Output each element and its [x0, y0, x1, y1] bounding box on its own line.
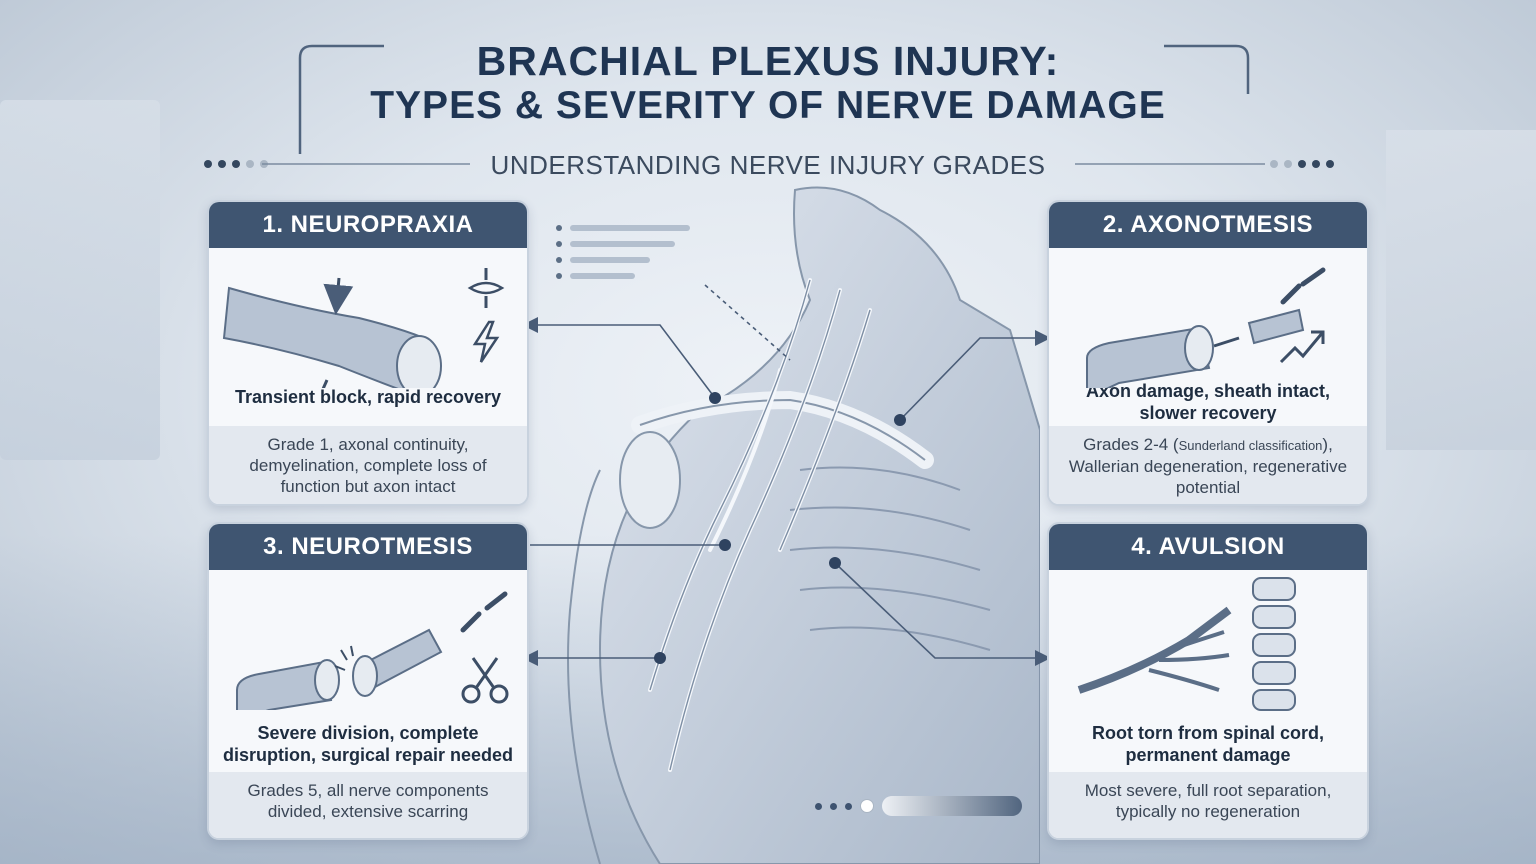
scissors-icon: [461, 657, 509, 704]
decorative-pager: [815, 796, 1022, 816]
card-illustration: [209, 248, 527, 399]
detail-part1: Grades 2-4 (: [1083, 435, 1179, 454]
card-detail: Grades 2-4 (Sunderland classification), …: [1049, 426, 1367, 504]
card-summary: Axon damage, sheath intact, slower recov…: [1085, 381, 1331, 423]
card-summary: Root torn from spinal cord, permanent da…: [1092, 723, 1324, 765]
card-detail: Grades 5, all nerve components divided, …: [209, 772, 527, 838]
page-title-line2: TYPES & SEVERITY OF NERVE DAMAGE: [370, 84, 1166, 127]
severed-nerve-icon: [236, 628, 443, 722]
broken-link-icon: [1280, 267, 1326, 305]
spine-icon: [1252, 577, 1296, 711]
card-heading: 4. AVULSION: [1049, 524, 1367, 570]
damaged-axon-icon: [1086, 308, 1305, 400]
card-neurotmesis: 3. NEUROTMESIS Severe division, complete…: [207, 522, 529, 840]
card-detail: Most severe, full root separation, typic…: [1049, 772, 1367, 838]
background-anatomy-poster: [0, 100, 160, 460]
card-illustration: [1049, 570, 1367, 711]
page-subtitle: UNDERSTANDING NERVE INJURY GRADES: [490, 150, 1046, 180]
card-illustration: [209, 570, 527, 722]
page-title-line1: BRACHIAL PLEXUS INJURY:: [476, 38, 1060, 84]
background-wall-chart: [1386, 130, 1536, 450]
trend-arrow-icon: [1279, 330, 1325, 364]
detail-small: Sunderland classification: [1178, 438, 1323, 453]
card-detail: Grade 1, axonal continuity, demyelinatio…: [209, 426, 527, 504]
card-illustration: [1049, 248, 1367, 400]
detail-part2: ), Wallerian degeneration, regenerative …: [1068, 435, 1348, 497]
torn-root-icon: [1077, 606, 1232, 694]
card-avulsion: 4. AVULSION Root torn from spinal cord, …: [1047, 522, 1369, 840]
card-neuropraxia: 1. NEUROPRAXIA Transient block, rapid re…: [207, 200, 529, 506]
card-summary: Severe division, complete disruption, su…: [222, 723, 514, 765]
card-heading: 2. AXONOTMESIS: [1049, 202, 1367, 248]
shoulder-anatomy-illustration: [567, 186, 1040, 864]
card-axonotmesis: 2. AXONOTMESIS Axon damage, sheath intac…: [1047, 200, 1369, 506]
card-summary: Transient block, rapid recovery: [234, 387, 502, 407]
lightning-icon: [472, 320, 500, 363]
card-heading: 1. NEUROPRAXIA: [209, 202, 527, 248]
pinch-icon: [467, 268, 505, 308]
decorative-legend-lines: [556, 225, 690, 289]
card-heading: 3. NEUROTMESIS: [209, 524, 527, 570]
decorative-dots-right: [1270, 160, 1334, 168]
cut-link-icon: [460, 591, 508, 633]
title-frame: [298, 44, 1250, 154]
